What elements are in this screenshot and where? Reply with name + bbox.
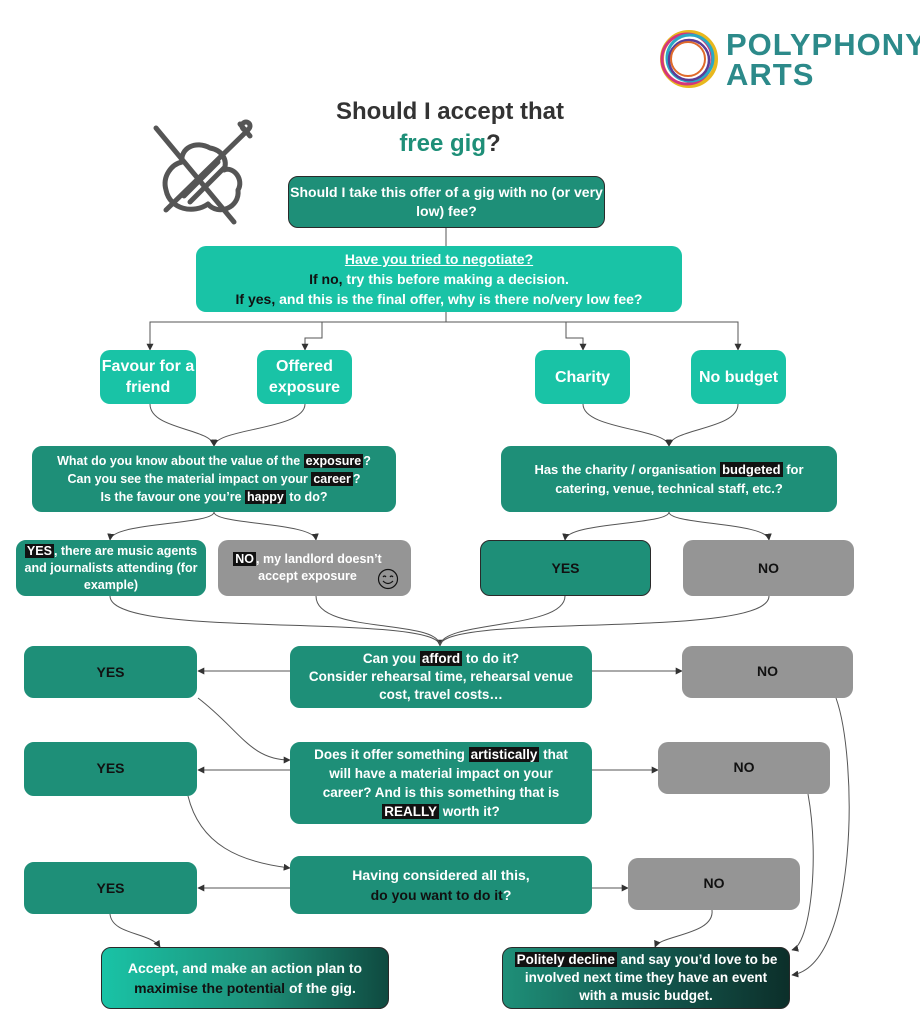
charity-no-label: NO xyxy=(758,559,779,576)
artistic-yes-label: YES xyxy=(96,760,125,776)
afford-no-box: NO xyxy=(682,646,853,698)
negotiate-question-box: Have you tried to negotiate? If no, try … xyxy=(196,246,682,312)
want-yes-label: YES xyxy=(96,880,125,896)
want-q-line2: do you want to do it xyxy=(370,887,503,903)
logo-line1: POLYPHONY xyxy=(726,27,920,62)
afford-q-line2: Consider rehearsal time, rehearsal venue… xyxy=(308,669,574,702)
negotiate-if-no: If no, try this before making a decision… xyxy=(309,269,569,289)
afford-question-box: Can you afford to do it? Consider rehear… xyxy=(290,646,592,708)
afford-yes-label: YES xyxy=(96,664,125,680)
want-question-box: Having considered all this, do you want … xyxy=(290,856,592,914)
afford-highlight: afford xyxy=(419,651,463,666)
violin-icon xyxy=(153,119,253,225)
title-qmark: ? xyxy=(486,130,501,157)
want-no-box: NO xyxy=(628,858,800,910)
artistic-yes-box: YES xyxy=(24,742,197,796)
reason-charity-box: Charity xyxy=(535,350,630,404)
charity-q-text: Has the charity / organisation budgeted … xyxy=(534,462,804,496)
initial-question-box: Should I take this offer of a gig with n… xyxy=(288,176,605,228)
smiley-icon xyxy=(377,568,399,590)
charity-yes-label: YES xyxy=(551,559,580,576)
charity-no-box: NO xyxy=(683,540,854,596)
artistic-question-box: Does it offer something artistically tha… xyxy=(290,742,592,824)
negotiate-heading: Have you tried to negotiate? xyxy=(344,251,534,267)
afford-yes-box: YES xyxy=(24,646,197,698)
logo-wordmark: POLYPHONY ARTS xyxy=(726,27,920,92)
exposure-no-label: NO xyxy=(233,552,257,566)
really-highlight: REALLY xyxy=(382,804,439,819)
exposure-question-box: What do you know about the value of the … xyxy=(32,446,396,512)
negotiate-if-yes: If yes, and this is the final offer, why… xyxy=(236,289,643,309)
reason-no-budget-box: No budget xyxy=(691,350,786,404)
if-no-text: try this before making a decision. xyxy=(342,271,569,287)
artistic-no-box: NO xyxy=(658,742,830,794)
career-highlight: career xyxy=(311,472,353,486)
charity-question-box: Has the charity / organisation budgeted … xyxy=(501,446,837,512)
reason-charity-label: Charity xyxy=(554,368,611,386)
exposure-yes-label: YES xyxy=(24,543,54,558)
reason-favour-box: Favour for a friend xyxy=(100,350,196,404)
reason-exposure-label: Offered exposure xyxy=(268,358,341,396)
if-yes-text: and this is the final offer, why is ther… xyxy=(275,291,643,307)
happy-highlight: happy xyxy=(245,490,286,504)
artistically-highlight: artistically xyxy=(468,747,540,762)
decline-outcome-box: Politely decline and say you’d love to b… xyxy=(502,947,790,1009)
title-line2: free gig? xyxy=(300,128,600,160)
artistic-no-label: NO xyxy=(733,759,755,775)
charity-yes-box: YES xyxy=(480,540,651,596)
politely-decline-highlight: Politely decline xyxy=(514,952,617,967)
want-yes-box: YES xyxy=(24,862,197,914)
title-line1: Should I accept that xyxy=(335,98,565,125)
polyphony-arts-logo-icon xyxy=(660,30,718,88)
initial-question-text: Should I take this offer of a gig with n… xyxy=(290,184,603,219)
exposure-q-line2: Can you see the material impact on your … xyxy=(67,472,361,486)
page-title: Should I accept that free gig? xyxy=(300,96,600,160)
want-q-line1: Having considered all this, xyxy=(352,867,530,883)
want-no-label: NO xyxy=(703,875,725,891)
reason-favour-label: Favour for a friend xyxy=(101,358,195,396)
afford-no-label: NO xyxy=(757,663,778,679)
budgeted-highlight: budgeted xyxy=(720,462,783,477)
exposure-no-text: , my landlord doesn’t accept exposure xyxy=(256,552,382,583)
exposure-q-line1: What do you know about the value of the … xyxy=(57,454,371,468)
if-no-label: If no, xyxy=(309,271,343,287)
exposure-q-line3: Is the favour one you’re happy to do? xyxy=(100,490,328,504)
reason-exposure-box: Offered exposure xyxy=(257,350,352,404)
accept-outcome-box: Accept, and make an action plan to maxim… xyxy=(101,947,389,1009)
reason-no-budget-label: No budget xyxy=(698,368,779,386)
exposure-yes-box: YES, there are music agents and journali… xyxy=(16,540,206,596)
maximise-highlight: maximise the potential xyxy=(134,980,286,996)
title-accent: free gig xyxy=(399,130,486,157)
logo-line2: ARTS xyxy=(726,57,815,92)
exposure-no-box: NO, my landlord doesn’t accept exposure xyxy=(218,540,411,596)
if-yes-label: If yes, xyxy=(235,291,276,307)
exposure-highlight: exposure xyxy=(303,454,364,468)
exposure-yes-text: , there are music agents and journalists… xyxy=(24,543,198,592)
